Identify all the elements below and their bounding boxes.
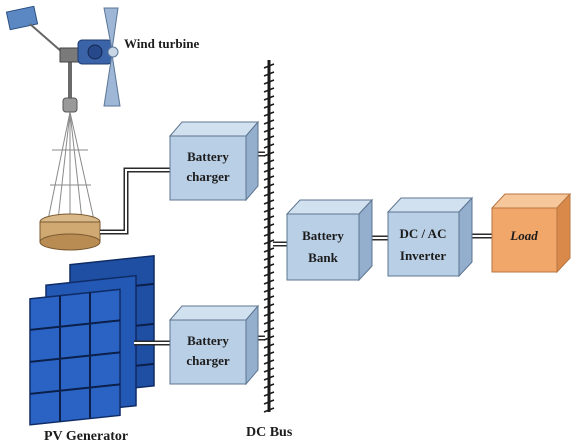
bus-tick: [263, 391, 275, 397]
load-box: Load: [490, 192, 571, 274]
bus-tick: [263, 343, 275, 349]
dc-bus-label: DC Bus: [246, 425, 293, 440]
battery-charger-bottom: Battery charger: [168, 304, 260, 386]
bus-tick: [263, 199, 275, 205]
wiring: [100, 151, 492, 346]
bus-tick: [263, 167, 275, 173]
battery-charger-bottom-label-1: Battery: [187, 333, 229, 348]
bus-tick: [263, 143, 275, 149]
bus-tick: [263, 359, 275, 365]
dc-bus: [263, 60, 275, 413]
bus-tick: [263, 367, 275, 373]
bus-tick: [263, 159, 275, 165]
bus-tick: [263, 327, 275, 333]
bus-tick: [263, 247, 275, 253]
bus-tick: [263, 71, 275, 77]
battery-charger-top-label-2: charger: [186, 169, 230, 184]
bus-tick: [263, 151, 275, 157]
bus-tick: [263, 295, 275, 301]
bus-tick: [263, 279, 275, 285]
bus-tick: [263, 87, 275, 93]
battery-charger-bottom-label-2: charger: [186, 353, 230, 368]
battery-bank: Battery Bank: [285, 198, 374, 282]
wind-turbine-icon: [5, 5, 121, 251]
bus-tick: [263, 111, 275, 117]
bus-tick: [263, 63, 275, 69]
bus-tick: [263, 335, 275, 341]
inverter-label-2: Inverter: [400, 248, 446, 263]
bus-tick: [263, 127, 275, 133]
bus-tick: [263, 311, 275, 317]
wind-turbine-label: Wind turbine: [124, 36, 199, 51]
bus-tick: [263, 351, 275, 357]
bus-tick: [263, 183, 275, 189]
bus-tick: [263, 287, 275, 293]
bus-tick: [263, 215, 275, 221]
bus-tick: [263, 135, 275, 141]
bus-tick: [263, 223, 275, 229]
bus-tick: [263, 319, 275, 325]
bus-tick: [263, 255, 275, 261]
bus-tick: [263, 271, 275, 277]
bus-tick: [263, 175, 275, 181]
bus-tick: [263, 263, 275, 269]
bus-tick: [263, 119, 275, 125]
bus-tick: [263, 239, 275, 245]
bus-tick: [263, 303, 275, 309]
bus-tick: [263, 407, 275, 413]
load-label: Load: [509, 228, 538, 243]
bus-tick: [263, 207, 275, 213]
bus-tick: [263, 79, 275, 85]
bus-tick: [263, 399, 275, 405]
dc-ac-inverter: DC / AC Inverter: [386, 196, 474, 278]
battery-bank-label-1: Battery: [302, 228, 344, 243]
pv-generator-label: PV Generator: [44, 429, 128, 444]
bus-tick: [263, 191, 275, 197]
bus-tick: [263, 95, 275, 101]
bus-tick: [263, 103, 275, 109]
bus-tick: [263, 375, 275, 381]
bus-tick: [263, 231, 275, 237]
solar-panel-icon: [29, 254, 155, 426]
battery-charger-top: Battery charger: [168, 120, 260, 202]
battery-charger-top-label-1: Battery: [187, 149, 229, 164]
battery-bank-label-2: Bank: [308, 250, 338, 265]
bus-tick: [263, 383, 275, 389]
inverter-label-1: DC / AC: [400, 226, 447, 241]
